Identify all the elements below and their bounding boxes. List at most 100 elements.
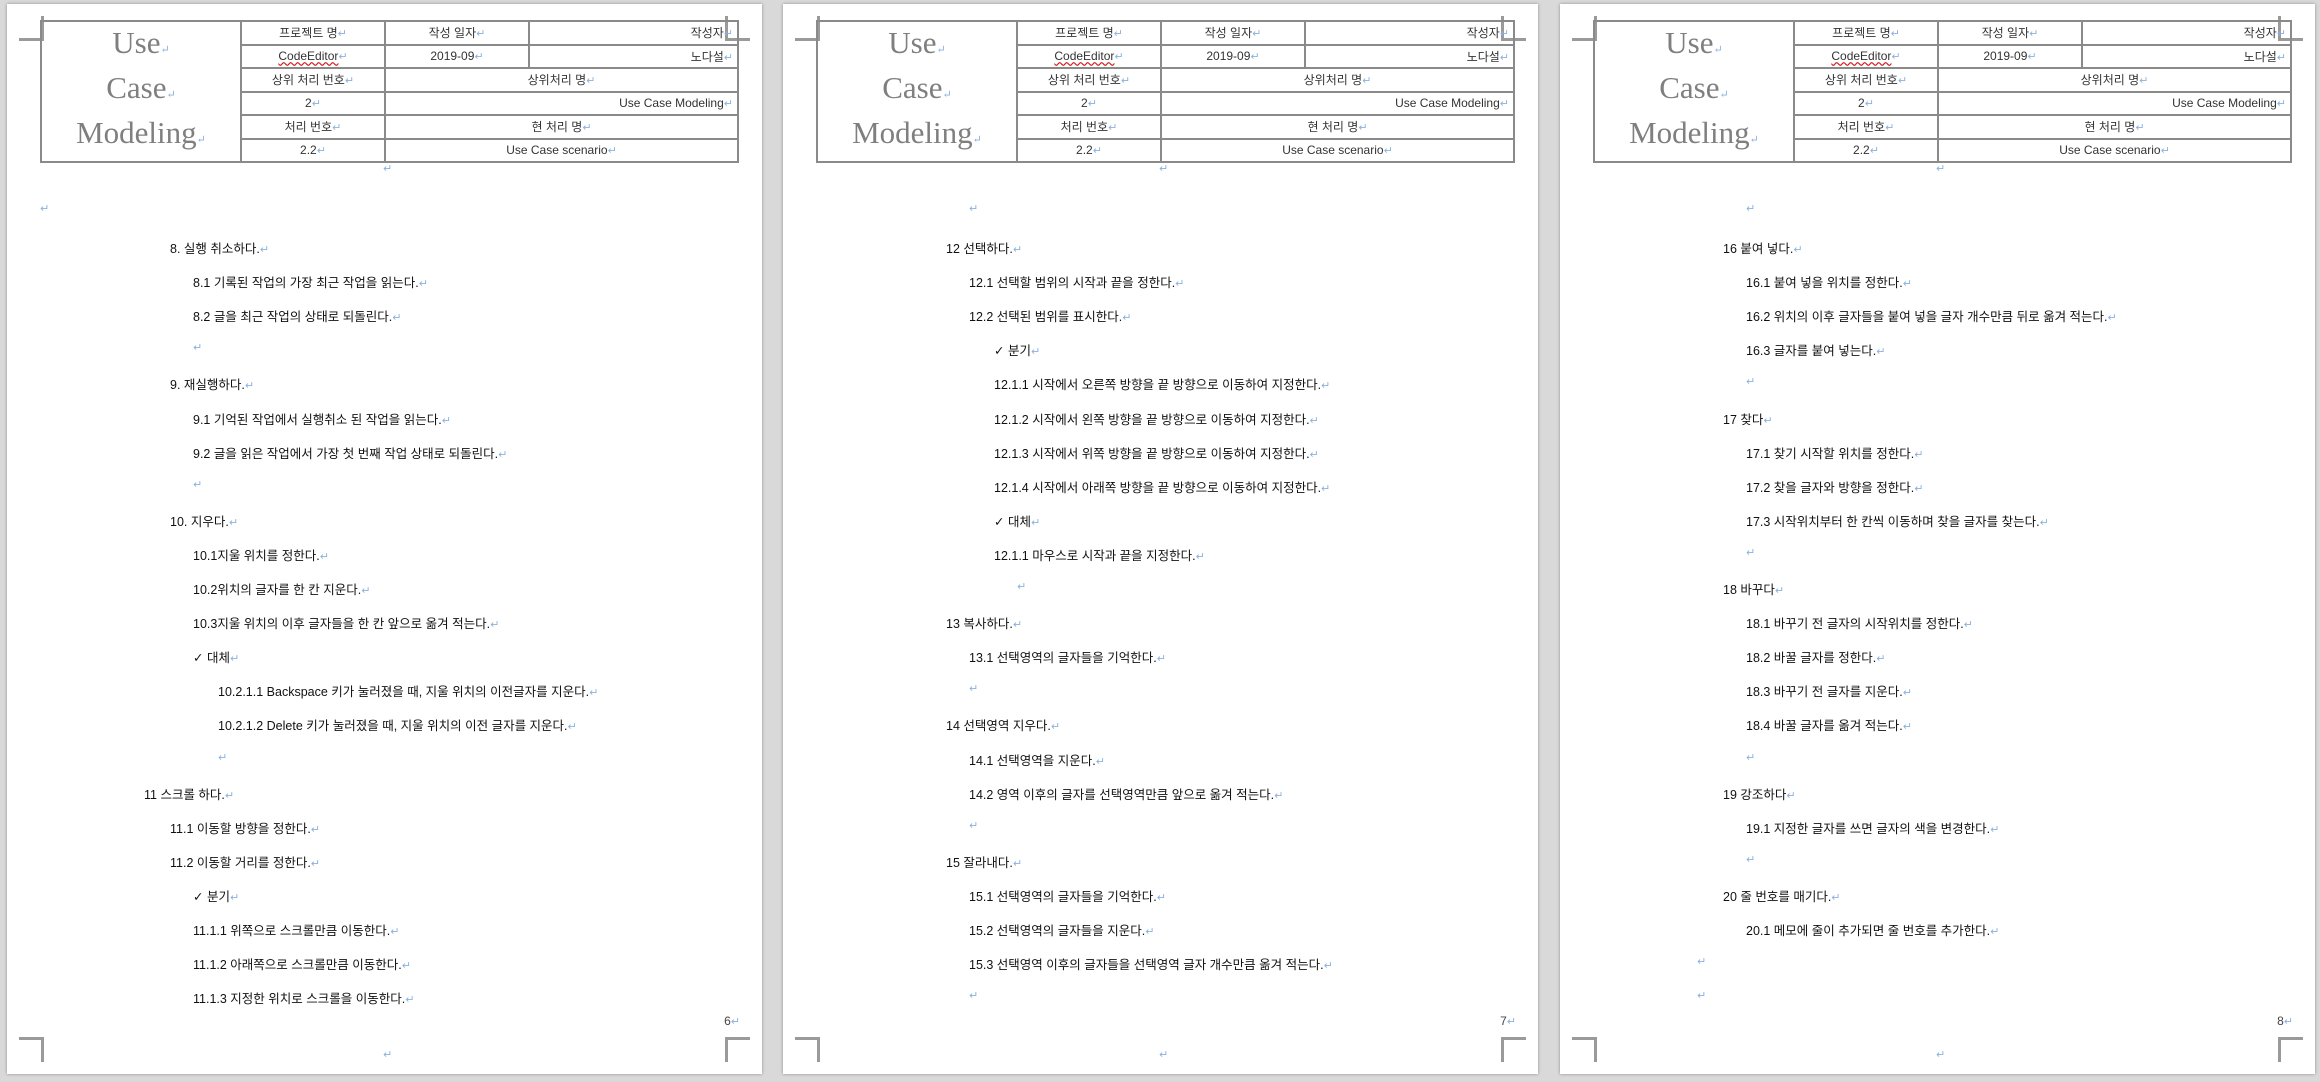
header-table: Use↵ Case↵ Modeling↵ 프로젝트 명↵ 작성 일자↵ 작성자↵…: [1593, 20, 2292, 163]
header-table: Use↵ Case↵ Modeling↵ 프로젝트 명↵ 작성 일자↵ 작성자↵…: [816, 20, 1515, 163]
paragraph-mark: ↵: [40, 203, 50, 215]
parent-process-name-value: Use Case Modeling↵: [1937, 90, 2292, 116]
empty-line: ↵: [969, 683, 979, 696]
scenario-line: 9. 재실행하다.↵: [170, 378, 255, 393]
process-no-value: 2.2↵: [1793, 137, 1939, 163]
scenario-line: 11.2 이동할 거리를 정한다.↵: [170, 855, 321, 870]
process-no-label: 처리 번호↵: [1016, 114, 1162, 140]
empty-line: ↵: [969, 819, 979, 832]
scenario-line: 16.2 위치의 이후 글자들을 붙여 넣을 글자 개수만큼 뒤로 옮겨 적는다…: [1746, 310, 2117, 325]
scenario-line: ✓ 대체↵: [193, 651, 240, 666]
use-case-modeling-logo: Use↵ Case↵ Modeling↵: [816, 20, 1018, 163]
empty-line: ↵: [193, 342, 203, 355]
date-label: 작성 일자↵: [384, 20, 530, 46]
scenario-line: 17.2 찾을 글자와 방향을 정한다.↵: [1746, 480, 1924, 495]
header-table: Use↵ Case↵ Modeling↵ 프로젝트 명↵ 작성 일자↵ 작성자↵…: [40, 20, 739, 163]
scenario-line: ✓ 분기↵: [193, 889, 240, 904]
author-label: 작성자↵: [528, 20, 739, 46]
scenario-line: 18.3 바꾸기 전 글자를 지운다.↵: [1746, 685, 1912, 700]
process-name-value: Use Case scenario↵: [1937, 137, 2292, 163]
scenario-line: 19 강조하다↵: [1723, 787, 1796, 802]
date-value: 2019-09↵: [1160, 43, 1306, 69]
author-value: 노다설↵: [528, 43, 739, 69]
scenario-line: 13 복사하다.↵: [946, 617, 1023, 632]
crop-mark-bottom-left: [1572, 1037, 1597, 1062]
scenario-line: ✓ 대체↵: [994, 514, 1041, 529]
empty-line: ↵: [193, 478, 203, 491]
scenario-line: 15.3 선택영역 이후의 글자들을 선택영역 글자 개수만큼 옮겨 적는다.↵: [969, 958, 1333, 973]
scenario-line: 11 스크롤 하다.↵: [144, 787, 235, 802]
paragraph-mark: ↵: [1159, 163, 1169, 175]
scenario-line: 17 찾다↵: [1723, 412, 1773, 427]
parent-process-name-label: 상위처리 명↵: [1160, 67, 1515, 93]
project-name-value: CodeEditor↵: [240, 43, 386, 69]
project-name-value: CodeEditor↵: [1016, 43, 1162, 69]
scenario-line: 9.1 기억된 작업에서 실행취소 된 작업을 읽는다.↵: [193, 412, 451, 427]
author-label: 작성자↵: [2081, 20, 2292, 46]
author-value: 노다설↵: [2081, 43, 2292, 69]
date-label: 작성 일자↵: [1160, 20, 1306, 46]
scenario-line: 17.3 시작위치부터 한 칸씩 이동하며 찾을 글자를 찾는다.↵: [1746, 514, 2049, 529]
project-name-label: 프로젝트 명↵: [240, 20, 386, 46]
empty-line: ↵: [1746, 376, 1756, 389]
process-no-label: 처리 번호↵: [240, 114, 386, 140]
process-no-label: 처리 번호↵: [1793, 114, 1939, 140]
document-page-8: Use↵ Case↵ Modeling↵ 프로젝트 명↵ 작성 일자↵ 작성자↵…: [1560, 4, 2315, 1074]
scenario-line: 12.2 선택된 범위를 표시한다.↵: [969, 310, 1132, 325]
process-name-label: 현 처리 명↵: [1160, 114, 1515, 140]
scenario-line: 16.1 붙여 넣을 위치를 정한다.↵: [1746, 276, 1912, 291]
empty-line: ↵: [1697, 956, 1707, 969]
scenario-line: 11.1.2 아래쪽으로 스크롤만큼 이동한다.↵: [193, 958, 411, 973]
scenario-line: 12.1.2 시작에서 왼쪽 방향을 끝 방향으로 이동하여 지정한다.↵: [994, 412, 1319, 427]
scenario-line: 10.2.1.2 Delete 키가 눌러졌을 때, 지울 위치의 이전 글자를…: [218, 719, 577, 734]
parent-process-name-label: 상위처리 명↵: [1937, 67, 2292, 93]
empty-line: ↵: [1746, 546, 1756, 559]
parent-process-no-value: 2↵: [1793, 90, 1939, 116]
scenario-line: 8.2 글을 최근 작업의 상태로 되돌린다.↵: [193, 310, 402, 325]
parent-process-name-label: 상위처리 명↵: [384, 67, 739, 93]
scenario-line: 9.2 글을 읽은 작업에서 가장 첫 번째 작업 상태로 되돌린다.↵: [193, 446, 508, 461]
scenario-line: 12.1.1 시작에서 오른쪽 방향을 끝 방향으로 이동하여 지정한다.↵: [994, 378, 1331, 393]
page-number: 8↵: [2277, 1014, 2293, 1028]
scenario-line: 12.1.1 마우스로 시작과 끝을 지정한다.↵: [994, 548, 1205, 563]
author-value: 노다설↵: [1304, 43, 1515, 69]
use-case-modeling-logo: Use↵ Case↵ Modeling↵: [40, 20, 242, 163]
parent-process-name-value: Use Case Modeling↵: [1160, 90, 1515, 116]
empty-line: ↵: [1746, 751, 1756, 764]
page-number: 7↵: [1500, 1014, 1516, 1028]
paragraph-mark: ↵: [1159, 1049, 1169, 1061]
scenario-line: 14.2 영역 이후의 글자를 선택영역만큼 앞으로 옮겨 적는다.↵: [969, 787, 1284, 802]
paragraph-mark: ↵: [383, 163, 393, 175]
document-page-7: Use↵ Case↵ Modeling↵ 프로젝트 명↵ 작성 일자↵ 작성자↵…: [783, 4, 1538, 1074]
empty-line: ↵: [1017, 581, 1027, 593]
scenario-line: 8.1 기록된 작업의 가장 최근 작업을 읽는다.↵: [193, 276, 428, 291]
parent-process-no-label: 상위 처리 번호↵: [1016, 67, 1162, 93]
scenario-line: 10.3지울 위치의 이후 글자들을 한 칸 앞으로 옮겨 적는다.↵: [193, 617, 500, 632]
scenario-line: 12.1.3 시작에서 위쪽 방향을 끝 방향으로 이동하여 지정한다.↵: [994, 446, 1319, 461]
project-name-value: CodeEditor↵: [1793, 43, 1939, 69]
crop-mark-bottom-right: [2278, 1037, 2303, 1062]
scenario-line: 18 바꾸다↵: [1723, 583, 1785, 597]
scenario-line: 15.2 선택영역의 글자들을 지운다.↵: [969, 924, 1155, 938]
document-page-6: Use↵ Case↵ Modeling↵ 프로젝트 명↵ 작성 일자↵ 작성자↵…: [7, 4, 762, 1074]
scenario-line: 10.2위치의 글자를 한 칸 지운다.↵: [193, 583, 371, 597]
scenario-line: 14 선택영역 지우다.↵: [946, 719, 1061, 734]
process-name-label: 현 처리 명↵: [1937, 114, 2292, 140]
use-case-modeling-logo: Use↵ Case↵ Modeling↵: [1593, 20, 1795, 163]
scenario-line: 12.1.4 시작에서 아래쪽 방향을 끝 방향으로 이동하여 지정한다.↵: [994, 480, 1331, 495]
scenario-line: 20 줄 번호를 매기다.↵: [1723, 889, 1841, 904]
empty-line: ↵: [218, 751, 228, 764]
parent-process-no-label: 상위 처리 번호↵: [240, 67, 386, 93]
scenario-line: 12.1 선택할 범위의 시작과 끝을 정한다.↵: [969, 276, 1185, 291]
crop-mark-bottom-left: [19, 1037, 44, 1062]
process-name-label: 현 처리 명↵: [384, 114, 739, 140]
scenario-line: 8. 실행 취소하다.↵: [170, 242, 270, 256]
date-value: 2019-09↵: [1937, 43, 2083, 69]
crop-mark-bottom-left: [795, 1037, 820, 1062]
scenario-line: 11.1.1 위쪽으로 스크롤만큼 이동한다.↵: [193, 924, 400, 938]
scenario-line: 11.1.3 지정한 위치로 스크롤을 이동한다.↵: [193, 992, 415, 1007]
project-name-label: 프로젝트 명↵: [1793, 20, 1939, 46]
crop-mark-bottom-right: [725, 1037, 750, 1062]
scenario-line: 10.2.1.1 Backspace 키가 눌러졌을 때, 지울 위치의 이전글…: [218, 685, 599, 700]
empty-line: ↵: [969, 990, 979, 1003]
